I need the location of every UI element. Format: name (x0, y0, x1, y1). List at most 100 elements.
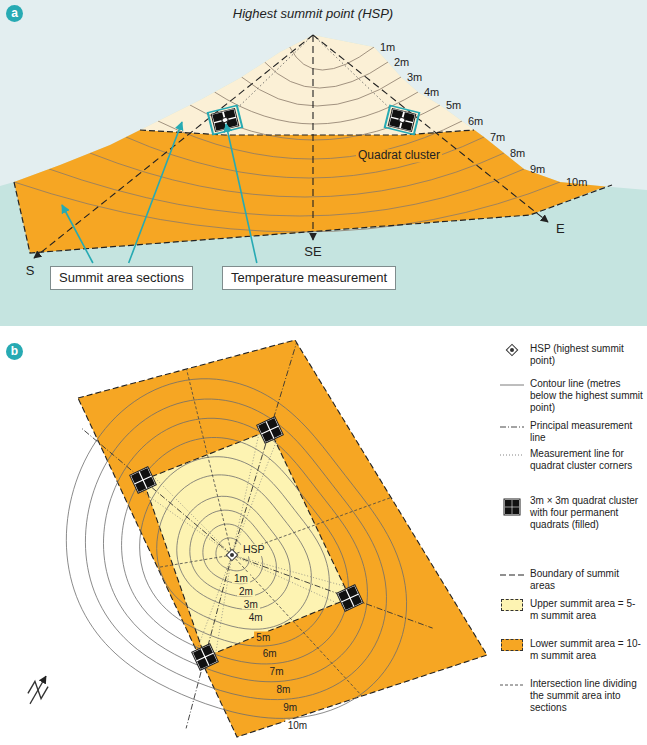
callout-box: Summit area sections (50, 266, 193, 290)
callout-text: Temperature measurement (231, 270, 387, 286)
contour-label: 7m (490, 131, 505, 143)
contour-label: 3m (242, 598, 260, 609)
contour-line (126, 137, 484, 178)
quadrat-cluster (388, 108, 416, 131)
contour-line (14, 182, 560, 232)
lower-summit-area (78, 340, 487, 737)
legend-text: HSP (highest summit point) (530, 343, 643, 367)
quadrat-cluster (258, 422, 269, 433)
quadrat-cluster (192, 644, 219, 671)
contour-label: 8m (274, 683, 292, 694)
north-arrow (24, 673, 52, 708)
hsp-symbol (506, 344, 517, 355)
quadrat-cluster (512, 507, 519, 514)
legend-line-sample (500, 427, 524, 428)
direction-label: E (556, 222, 565, 236)
contour-line (103, 418, 367, 682)
contour-label: 10m (286, 720, 309, 731)
quadrat-cluster (257, 417, 284, 444)
quadrat-cluster (130, 467, 157, 494)
contour-label: 9m (530, 163, 545, 175)
quadrat-cluster (221, 117, 228, 123)
contour-label: 5m (254, 631, 272, 642)
contour-line (85, 399, 386, 700)
quadrat-cluster (202, 645, 213, 656)
legend-line-sample (500, 685, 524, 686)
legend-text: Contour line (metres below the highest s… (530, 378, 643, 414)
cluster-corner-line (232, 555, 353, 589)
intersection-line (232, 555, 362, 696)
direction-label: S (26, 264, 35, 278)
hsp-symbol (506, 344, 517, 355)
quadrat-cluster (385, 105, 420, 134)
panel-letter: b (6, 343, 23, 359)
panel-badge: b (6, 343, 23, 360)
quadrat-cluster (267, 418, 278, 429)
contour-line (66, 379, 406, 719)
lower-summit-area (0, 130, 647, 253)
callout-text: Summit area sections (59, 270, 184, 286)
cluster-corner-line (232, 433, 280, 555)
contour-label: 6m (468, 115, 483, 127)
cluster-corner-line (195, 555, 232, 654)
mountain-body (0, 0, 647, 326)
north-arrow (28, 680, 48, 701)
quadrat-cluster (193, 649, 204, 660)
quadrat-cluster (262, 431, 273, 442)
hsp-label: HSP (241, 544, 267, 556)
hsp-symbol (510, 348, 514, 352)
contour-line (122, 437, 349, 663)
direction-arrow (313, 35, 548, 222)
quadrat-cluster (347, 586, 358, 597)
principal-measurement-line (81, 428, 232, 556)
contour-label: 4m (247, 611, 265, 622)
quadrat-cluster (197, 658, 208, 669)
contour-line (157, 475, 312, 629)
intersection-line (232, 498, 391, 556)
contour-label: 5m (446, 99, 461, 111)
legend-symbols (500, 344, 524, 685)
legend-text: Measurement line for quadrat cluster cor… (530, 448, 643, 472)
contour-line (242, 77, 401, 106)
contour-label: 7m (268, 666, 286, 677)
contour-label: 8m (510, 147, 525, 159)
leader-line (129, 122, 182, 263)
part-label: Quadrat cluster (356, 149, 442, 162)
quadrat-cluster (385, 105, 420, 134)
legend-text: Boundary of summit areas (530, 568, 643, 592)
legend-line-sample (500, 385, 524, 386)
legend-swatch (501, 599, 523, 611)
quadrat-cluster (337, 585, 364, 612)
quadrat-cluster (338, 590, 349, 601)
direction-label: SE (304, 245, 321, 259)
contour-label: 1m (232, 573, 250, 584)
panel-ground (0, 326, 647, 745)
legend-line-sample (500, 455, 524, 456)
quadrat-cluster (206, 654, 217, 665)
quadrat-cluster (337, 585, 364, 612)
contour-label: 2m (394, 56, 409, 68)
cluster-corner-line (232, 427, 260, 555)
legend-text: Lower summit area = 10-m summit area (530, 638, 643, 662)
badge-circle (6, 5, 23, 22)
quadrat-cluster (504, 499, 520, 515)
contour-line (265, 62, 388, 88)
cluster-measurement-line (313, 35, 402, 120)
legend-text: Intersection line dividing the summit ar… (530, 678, 643, 714)
quadrat-cluster (257, 417, 284, 444)
quadrat-cluster (512, 500, 519, 507)
contour-line (190, 510, 277, 596)
direction-arrow (312, 35, 313, 240)
mountain-profile (0, 0, 647, 326)
panel-badge: a (6, 5, 23, 22)
panel-letter: a (6, 5, 23, 21)
cluster-corner-line (149, 472, 232, 555)
summit-label: Highest summit point (HSP) (233, 7, 393, 21)
mountain-base (0, 0, 647, 326)
summit-plan (24, 340, 487, 737)
quadrat-cluster (130, 467, 157, 494)
quadrat-cluster (144, 477, 155, 488)
quadrat-cluster (342, 599, 353, 610)
quadrat-cluster (208, 105, 243, 134)
